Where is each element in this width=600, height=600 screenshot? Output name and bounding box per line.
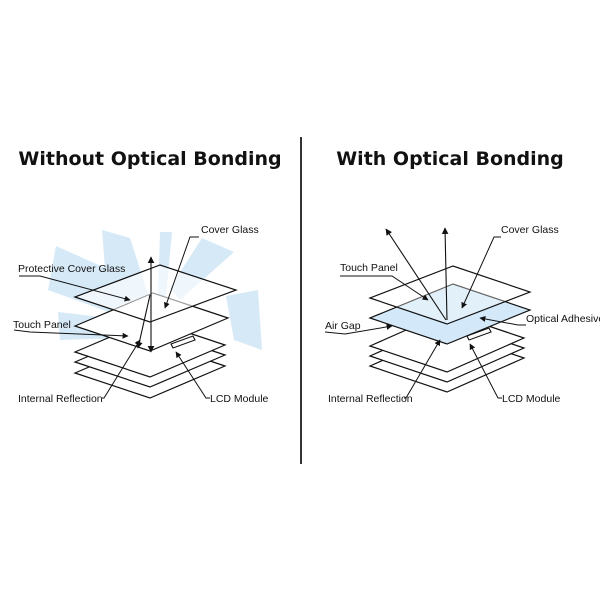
touch-panel-connector (170, 335, 196, 349)
label-optical-adhesive: Optical Adhesive (526, 313, 600, 325)
label-touch-panel: Touch Panel (340, 262, 398, 274)
label-cover-glass: Cover Glass (201, 224, 259, 236)
label-internal-reflection: Internal Reflection (18, 393, 103, 405)
label-air-gap: Air Gap (325, 320, 361, 332)
label-touch-panel: Touch Panel (13, 319, 71, 331)
label-internal-reflection: Internal Reflection (328, 393, 413, 405)
right-panel-title: With Optical Bonding (336, 148, 564, 170)
label-lcd-module: LCD Module (502, 393, 561, 405)
cover-glass-layer (368, 265, 532, 325)
touch-panel-connector (466, 327, 492, 341)
glare-ray (226, 290, 262, 350)
left-panel-title: Without Optical Bonding (18, 148, 282, 170)
left-leader-lines (13, 236, 210, 399)
reflection-arrow (136, 294, 151, 349)
left-diagram: Cover Glass Protective Cover Glass Touch… (13, 224, 269, 405)
light-ray-arrow (385, 228, 447, 321)
label-protective-cover-glass: Protective Cover Glass (18, 263, 125, 275)
label-lcd-module: LCD Module (210, 393, 269, 405)
panel-divider (300, 137, 302, 464)
right-diagram: Cover Glass Touch Panel Optical Adhesive… (324, 224, 600, 405)
cover-glass-layer (73, 264, 238, 323)
right-leader-lines (324, 236, 526, 399)
label-cover-glass: Cover Glass (501, 224, 559, 236)
light-ray-arrow (441, 227, 449, 321)
